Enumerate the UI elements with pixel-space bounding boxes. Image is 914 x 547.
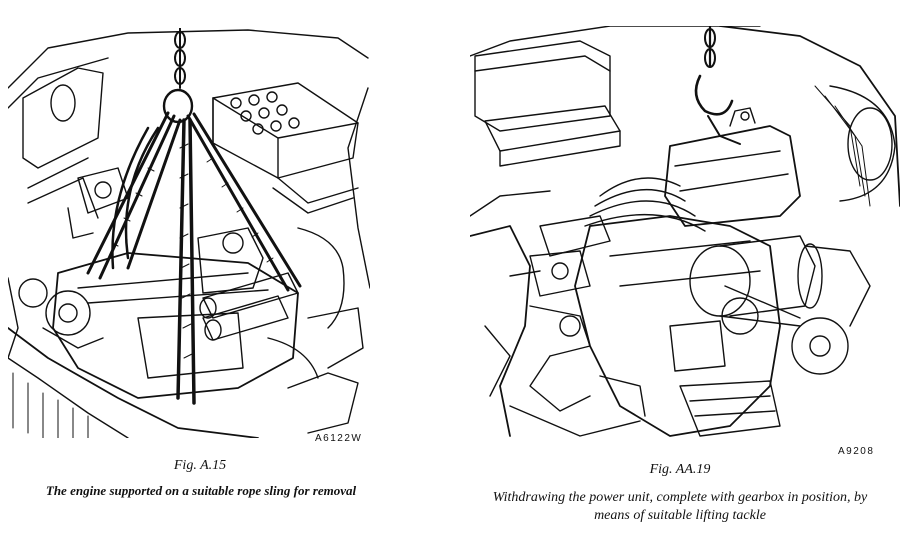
figure-number-left: Fig. A.15 bbox=[173, 458, 227, 473]
power-unit-lifting-illustration bbox=[470, 26, 900, 444]
figure-caption-right: Withdrawing the power unit, complete wit… bbox=[492, 490, 868, 523]
figure-caption-left: The engine supported on a suitable rope … bbox=[45, 483, 357, 498]
engine-rope-sling-illustration bbox=[8, 28, 370, 438]
figure-number-right: Fig. AA.19 bbox=[649, 462, 711, 477]
figure-code-left: A6122W bbox=[315, 433, 363, 444]
figure-code-right: A9208 bbox=[838, 446, 875, 457]
